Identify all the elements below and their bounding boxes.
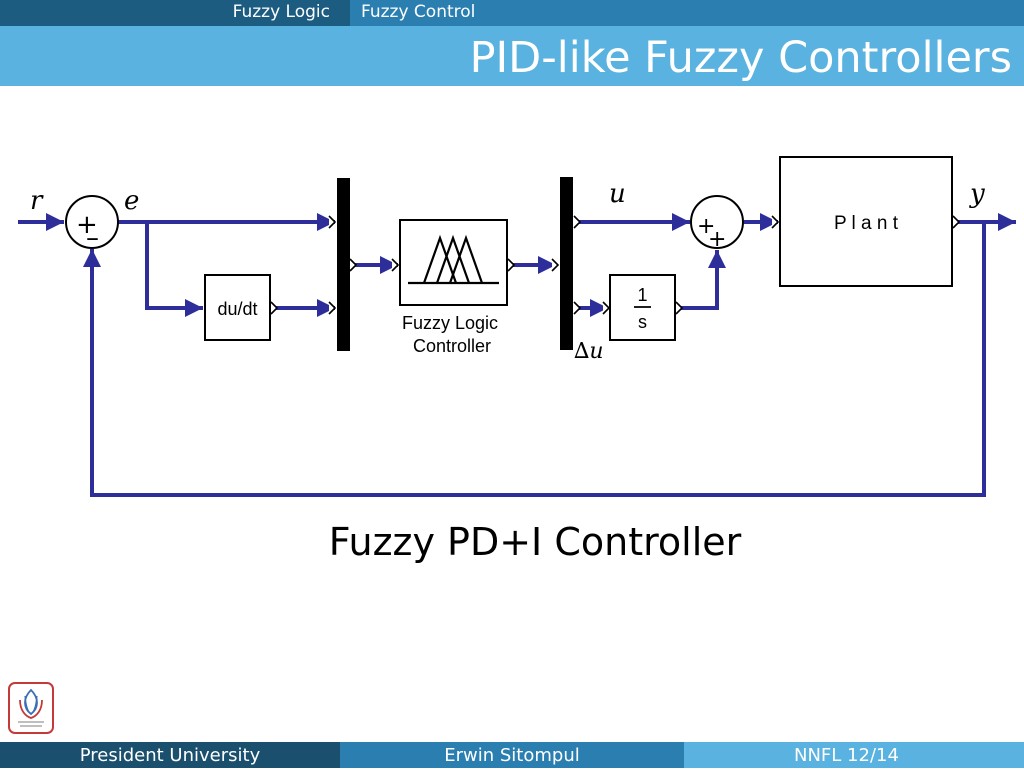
footer-page-number: NNFL 12/14 — [794, 745, 899, 766]
mux-bar — [337, 178, 350, 351]
plant-block — [779, 156, 953, 287]
fuzzy-logic-controller-block — [399, 219, 508, 306]
derivative-block — [204, 274, 271, 341]
mux-input-port-2 — [328, 301, 337, 315]
signal-label-y: y — [969, 179, 985, 209]
signal-label-delta-u: ∆u — [574, 339, 604, 364]
footer-bar: President University Erwin Sitompul NNFL… — [0, 742, 1024, 768]
flc-label-line1: Fuzzy Logic — [402, 313, 498, 333]
plant-output-port — [952, 215, 961, 229]
flc-input-port — [391, 258, 400, 272]
flc-label-line2: Controller — [413, 336, 491, 356]
demux-input-port — [551, 258, 560, 272]
flc-output-port — [507, 258, 516, 272]
derivative-output-port — [270, 301, 279, 315]
demux-bar — [560, 177, 573, 350]
diagram-caption: Fuzzy PD+I Controller — [328, 520, 742, 564]
summing-junction-2 — [690, 195, 744, 249]
president-university-logo — [8, 682, 54, 734]
plant-label: P l a n t — [834, 213, 899, 234]
signal-label-e: e — [124, 186, 139, 216]
derivative-label: du/dt — [217, 299, 257, 319]
signal-label-r: r — [30, 186, 44, 216]
sum1-plus-sign: + — [76, 210, 98, 240]
demux-output-port-2 — [573, 301, 582, 315]
title-bar: PID-like Fuzzy Controllers — [0, 26, 1024, 86]
feedback-path — [83, 222, 986, 497]
sum2-plus-sign-top: + — [697, 214, 715, 239]
nav-tab-fuzzy-control[interactable]: Fuzzy Control — [350, 0, 1024, 26]
integrator-input-port — [602, 301, 611, 315]
integrator-numerator: 1 — [637, 285, 647, 305]
slide-title: PID-like Fuzzy Controllers — [469, 33, 1012, 83]
demux-output-port-1 — [573, 215, 582, 229]
footer-page-number-cell: NNFL 12/14 — [684, 742, 1024, 768]
mux-output-port — [349, 258, 358, 272]
top-navigation-bar: Fuzzy Logic Fuzzy Control — [0, 0, 1024, 26]
integrator-output-port — [675, 301, 684, 315]
mux-input-port-1 — [328, 215, 337, 229]
nav-tab-fuzzy-logic[interactable]: Fuzzy Logic — [232, 2, 330, 22]
signal-e-to-derivative — [145, 222, 203, 317]
sum2-plus-sign-bottom: + — [708, 227, 726, 252]
signal-integrator-to-sum — [678, 250, 726, 310]
signal-label-u: u — [609, 179, 626, 209]
sum1-minus-sign: – — [86, 223, 99, 253]
summing-junction-1 — [65, 195, 119, 249]
block-diagram: + – du/dt Fuzzy Logic Controller 1 s + +… — [18, 156, 1016, 497]
footer-institution: President University — [0, 742, 340, 768]
integrator-denominator: s — [638, 312, 647, 332]
membership-functions-icon — [408, 234, 499, 285]
plant-input-port — [771, 215, 780, 229]
footer-author: Erwin Sitompul — [340, 742, 684, 768]
